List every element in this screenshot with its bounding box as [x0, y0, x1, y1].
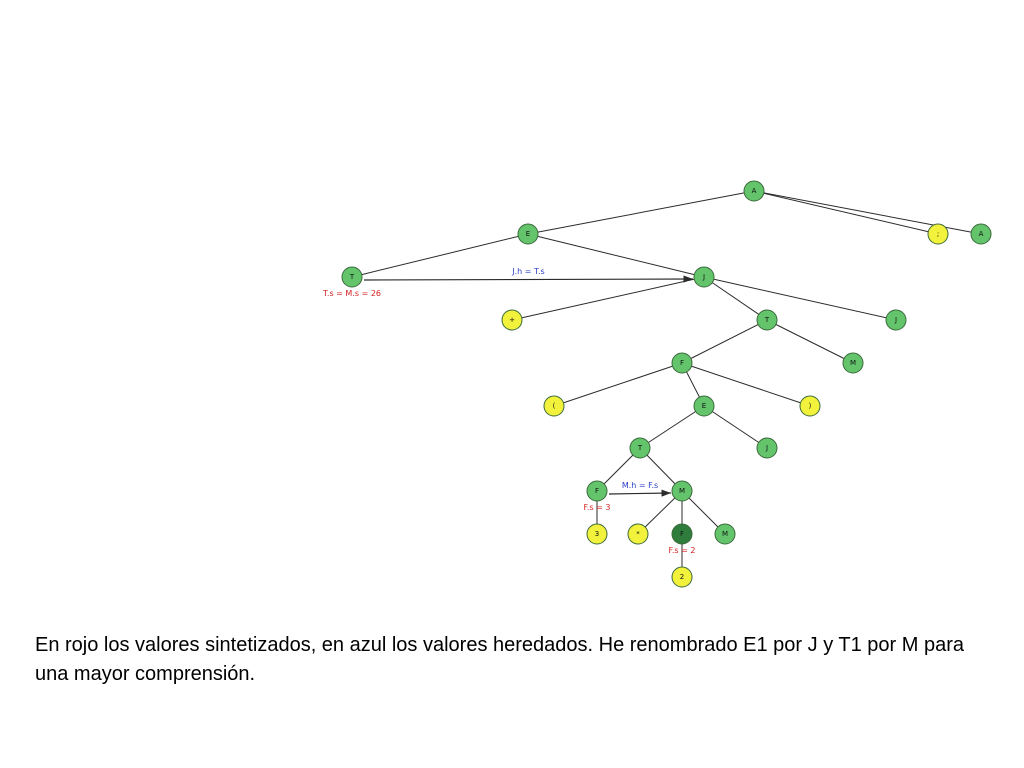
tree-node-T2: T [629, 437, 651, 459]
tree-node-J1: J [885, 309, 907, 331]
node-circle [842, 352, 864, 374]
node-label: ) [809, 402, 812, 410]
tree-node-M2: M [714, 523, 736, 545]
tree-edges [351, 190, 982, 577]
inherited-arrow-F1-M1 [608, 489, 672, 497]
tree-node-T0: T [341, 266, 363, 288]
node-label: F [595, 487, 599, 495]
node-circle [627, 523, 649, 545]
tree-edge-T1-M0 [766, 319, 854, 364]
node-circle [885, 309, 907, 331]
node-circle [341, 266, 363, 288]
inherited-label: J.h = T.s [511, 267, 544, 276]
node-label: T [637, 444, 643, 452]
tree-node-A1: A [970, 223, 992, 245]
node-circle [586, 480, 608, 502]
node-label: F [680, 359, 684, 367]
tree-node-two: 2 [671, 566, 693, 588]
tree-node-three: 3 [586, 523, 608, 545]
tree-node-J0: J [693, 266, 715, 288]
tree-node-T1: T [756, 309, 778, 331]
node-circle [693, 395, 715, 417]
node-circle [671, 523, 693, 545]
node-label: T [764, 316, 770, 324]
node-circle [927, 223, 949, 245]
tree-node-J2: J [756, 437, 778, 459]
node-label: M [722, 530, 728, 538]
node-label: M [850, 359, 856, 367]
node-circle [756, 437, 778, 459]
attribute-labels: T.s = M.s = 26 F.s = 3 F.s = 2 [322, 289, 695, 555]
node-circle [756, 309, 778, 331]
node-circle [629, 437, 651, 459]
tree-edge-A0-A1 [753, 190, 982, 235]
inherited-arrow-T0-J0 [363, 275, 694, 283]
inherited-label: M.h = F.s [622, 481, 658, 490]
node-circle [501, 309, 523, 331]
node-label: M [679, 487, 685, 495]
node-label: 3 [595, 530, 599, 538]
tree-edge-F0-rpar [681, 362, 811, 407]
tree-node-semi: ; [927, 223, 949, 245]
tree-edge-T1-F0 [681, 319, 768, 364]
tree-edge-E1-T2 [639, 405, 705, 449]
synthesized-label: T.s = M.s = 26 [322, 289, 381, 298]
tree-nodes: A E; A T J + T J F M ( E) T J F M 3 * F M 2 [341, 180, 992, 588]
node-label: A [752, 187, 757, 195]
tree-edge-J0-T1 [703, 276, 768, 321]
node-label: ( [553, 402, 556, 410]
tree-node-M0: M [842, 352, 864, 374]
node-circle [799, 395, 821, 417]
synthesized-label: F.s = 3 [584, 503, 611, 512]
tree-node-E0: E [517, 223, 539, 245]
node-label: J [702, 273, 705, 281]
node-label: J [765, 444, 768, 452]
tree-node-M1: M [671, 480, 693, 502]
node-label: + [509, 316, 515, 324]
node-label: 2 [680, 573, 684, 581]
node-label: E [702, 402, 706, 410]
tree-node-A0: A [743, 180, 765, 202]
node-label: * [636, 530, 640, 538]
tree-edge-F0-lpar [553, 362, 683, 407]
caption-text: En rojo los valores sintetizados, en azu… [35, 634, 965, 685]
tree-edge-E1-J2 [703, 405, 768, 449]
tree-edge-J0-J1 [703, 276, 897, 321]
node-label: A [979, 230, 984, 238]
tree-node-plus: + [501, 309, 523, 331]
node-circle [693, 266, 715, 288]
tree-node-lpar: ( [543, 395, 565, 417]
tree-edge-E0-J0 [527, 233, 705, 278]
node-circle [671, 352, 693, 374]
tree-node-star: * [627, 523, 649, 545]
tree-edge-A0-semi [753, 190, 939, 235]
node-circle [671, 480, 693, 502]
node-label: ; [937, 230, 939, 238]
tree-edge-E0-T0 [351, 233, 529, 278]
node-circle [543, 395, 565, 417]
synthesized-label: F.s = 2 [669, 546, 696, 555]
tree-edge-A0-E0 [527, 190, 755, 235]
tree-node-F1: F [586, 480, 608, 502]
tree-node-F0: F [671, 352, 693, 374]
node-circle [517, 223, 539, 245]
inherited-arrows: J.h = T.sM.h = F.s [363, 267, 694, 497]
node-label: F [680, 530, 684, 538]
tree-node-E1: E [693, 395, 715, 417]
node-circle [671, 566, 693, 588]
node-circle [586, 523, 608, 545]
tree-edge-J0-plus [511, 276, 705, 321]
node-circle [970, 223, 992, 245]
tree-node-F2: F [671, 523, 693, 545]
node-label: T [349, 273, 355, 281]
node-label: E [526, 230, 530, 238]
tree-node-rpar: ) [799, 395, 821, 417]
node-circle [743, 180, 765, 202]
node-label: J [894, 316, 897, 324]
node-circle [714, 523, 736, 545]
